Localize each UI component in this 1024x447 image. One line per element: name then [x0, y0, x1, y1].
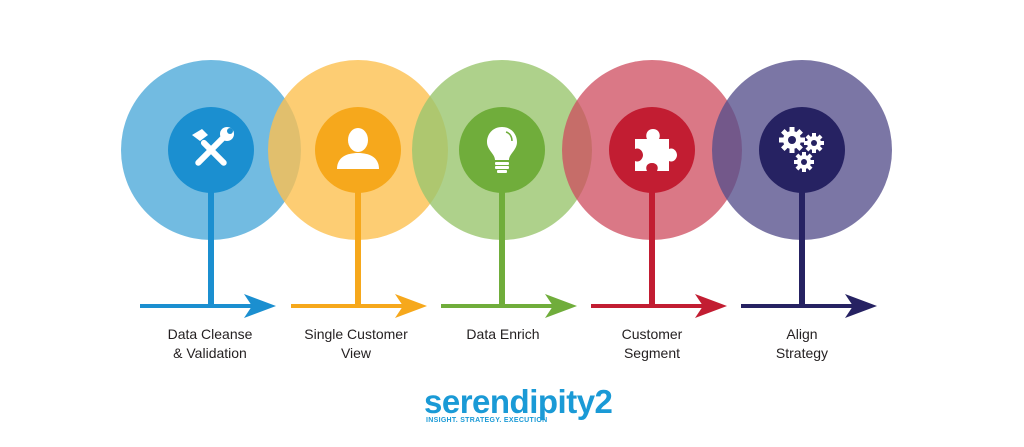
- step-1-label: Data Cleanse & Validation: [130, 325, 290, 363]
- step-5-label: Align Strategy: [722, 325, 882, 363]
- step-2-label-line-1: Single Customer: [304, 326, 408, 342]
- step-5-stem: [799, 190, 805, 308]
- step-5-label-line-2: Strategy: [775, 345, 829, 361]
- step-1-stem: [208, 190, 214, 308]
- step-3-inner-circle: [459, 107, 545, 193]
- step-1-label-line-2: & Validation: [173, 345, 247, 361]
- step-3-label-line-1: Data Enrich: [466, 326, 540, 342]
- step-4-label-line-2: Segment: [623, 345, 681, 361]
- step-4-label: Customer Segment: [572, 325, 732, 363]
- step-4-inner-circle: [609, 107, 695, 193]
- user-icon: [337, 128, 379, 169]
- step-3-stem: [499, 190, 505, 308]
- step-3-arrow: [441, 294, 577, 318]
- step-4-label-line-1: Customer: [621, 326, 683, 342]
- step-5-arrow: [741, 294, 877, 318]
- brand-logo: serendipity2 INSIGHT. STRATEGY. EXECUTIO…: [424, 383, 614, 425]
- step-4-stem: [649, 190, 655, 308]
- logo-wordmark: serendipity2: [424, 383, 613, 420]
- step-2-inner-circle: [315, 107, 401, 193]
- step-5-label-line-1: Align: [786, 326, 818, 342]
- step-4-arrow: [591, 294, 727, 318]
- step-3-label: Data Enrich: [423, 325, 583, 344]
- step-1-label-line-1: Data Cleanse: [167, 326, 253, 342]
- step-1-arrow: [140, 294, 276, 318]
- step-2-label: Single Customer View: [276, 325, 436, 363]
- puzzle-icon: [635, 129, 677, 171]
- lightbulb-icon: [487, 127, 517, 173]
- step-2-label-line-2: View: [340, 345, 372, 361]
- gears-icon: [779, 127, 824, 172]
- step-5-inner-circle: [759, 107, 845, 193]
- step-2-stem: [355, 190, 361, 308]
- tools-icon: [192, 127, 234, 166]
- step-2-arrow: [291, 294, 427, 318]
- step-1-inner-circle: [168, 107, 254, 193]
- logo-tagline: INSIGHT. STRATEGY. EXECUTION: [426, 417, 548, 424]
